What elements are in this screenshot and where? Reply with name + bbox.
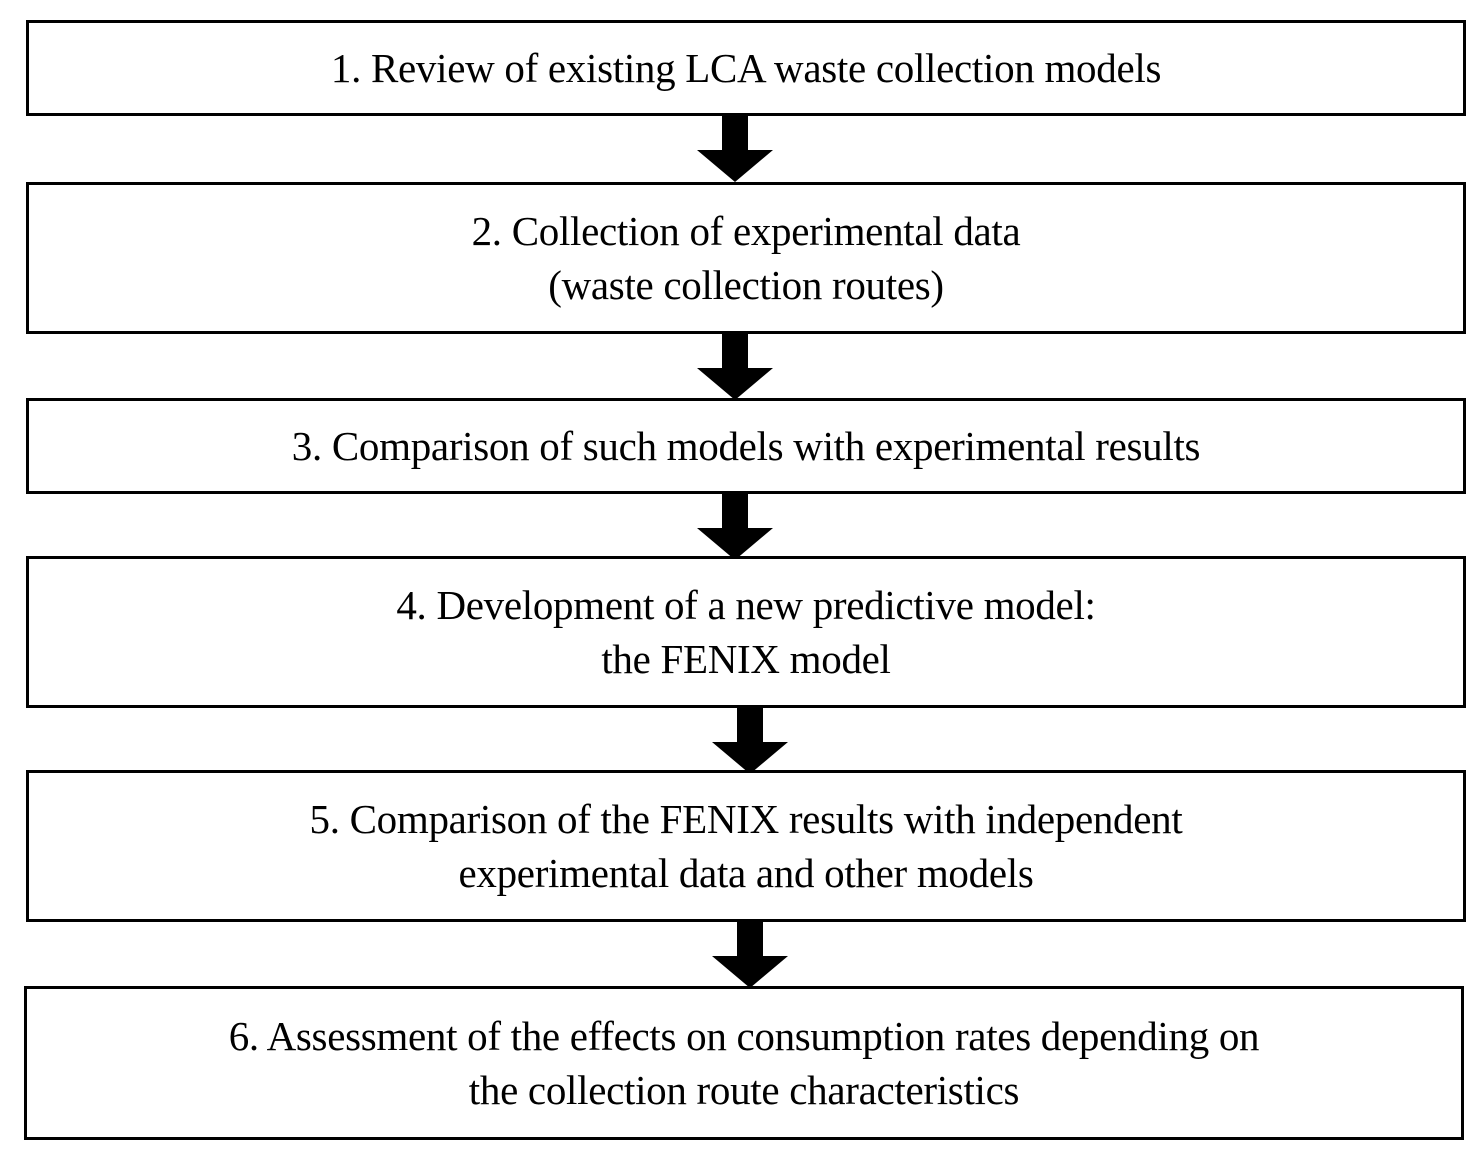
down-arrow-icon: [697, 114, 773, 182]
step-1-line-1: 1. Review of existing LCA waste collecti…: [330, 45, 1162, 91]
step-3-line-1: 3. Comparison of such models with experi…: [291, 423, 1201, 469]
step-5-line-2: experimental data and other models: [458, 850, 1034, 896]
down-arrow-icon: [697, 492, 773, 560]
step-3-box: 3. Comparison of such models with experi…: [26, 398, 1466, 494]
step-4-line-2: the FENIX model: [601, 636, 891, 682]
step-2-line-2: (waste collection routes): [548, 262, 944, 308]
down-arrow-icon: [712, 920, 788, 988]
step-2-box: 2. Collection of experimental data (wast…: [26, 182, 1466, 334]
down-arrow-icon: [712, 706, 788, 774]
down-arrow-icon: [697, 332, 773, 400]
step-1-box: 1. Review of existing LCA waste collecti…: [26, 20, 1466, 116]
step-6-line-1: 6. Assessment of the effects on consumpt…: [228, 1013, 1260, 1059]
step-4-box: 4. Development of a new predictive model…: [26, 556, 1466, 708]
step-4-line-1: 4. Development of a new predictive model…: [396, 582, 1096, 628]
step-5-box: 5. Comparison of the FENIX results with …: [26, 770, 1466, 922]
step-5-line-1: 5. Comparison of the FENIX results with …: [309, 796, 1183, 842]
step-2-line-1: 2. Collection of experimental data: [471, 208, 1021, 254]
step-6-box: 6. Assessment of the effects on consumpt…: [24, 986, 1464, 1140]
step-6-line-2: the collection route characteristics: [468, 1067, 1020, 1113]
